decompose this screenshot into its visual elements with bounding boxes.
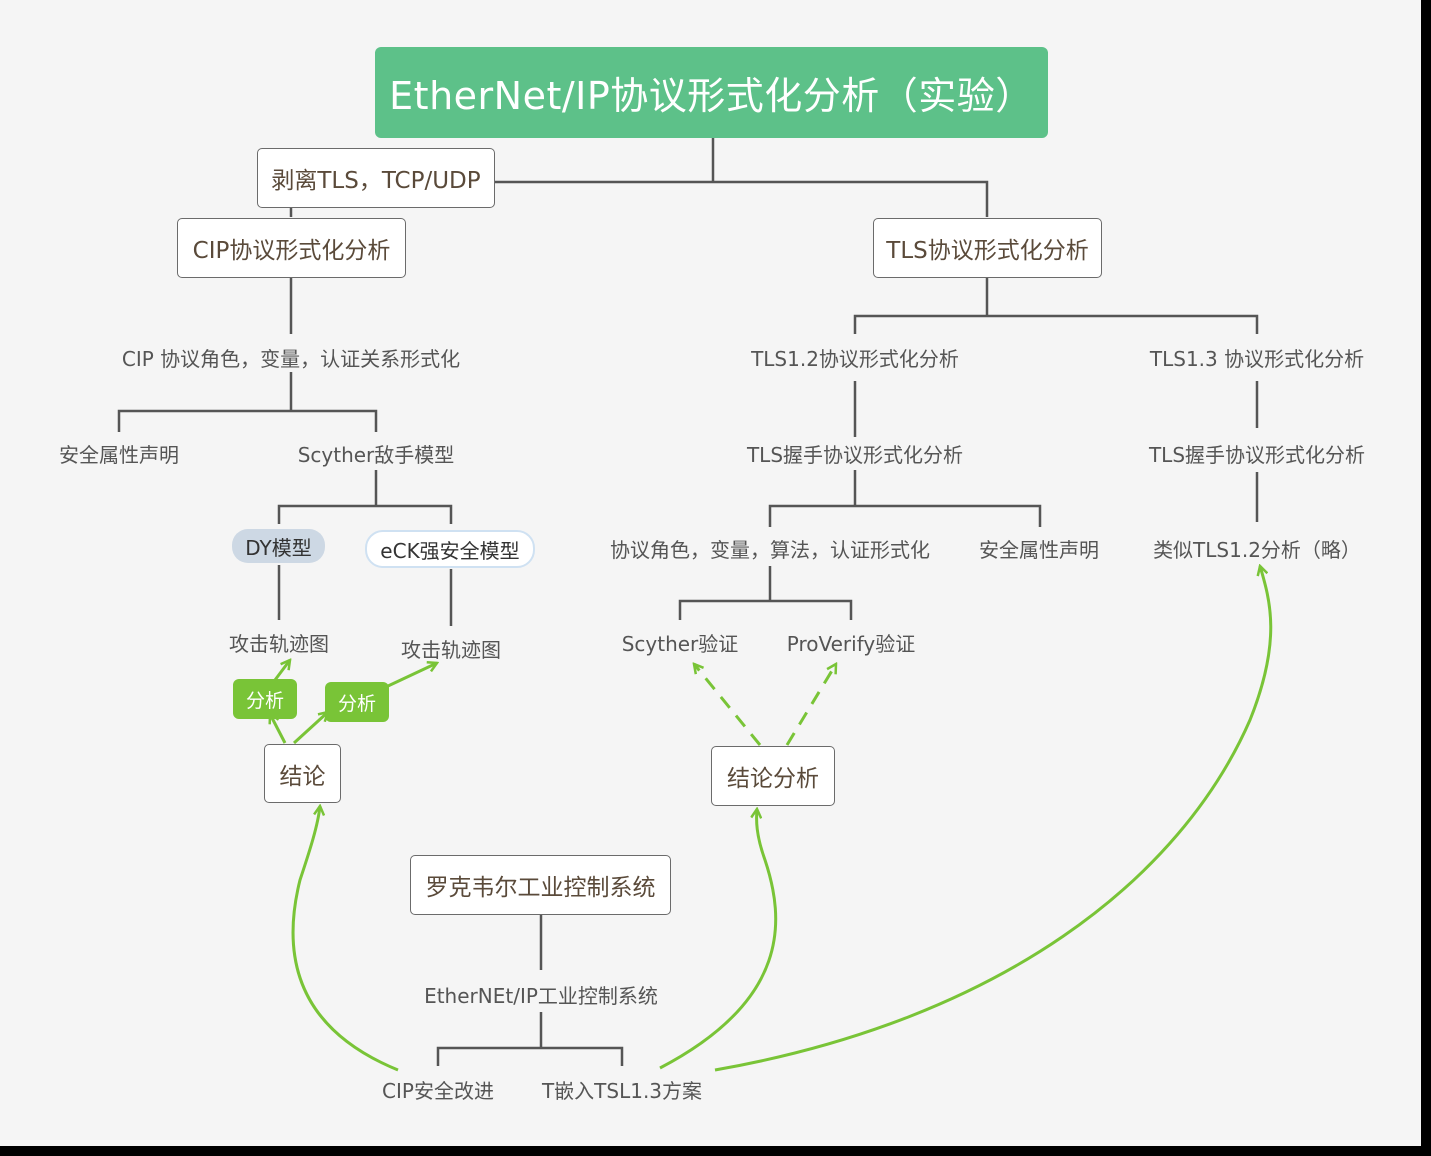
- connector-root-tls: [713, 180, 989, 217]
- arrow-verify-proverify: [785, 664, 836, 746]
- cip-analysis-node[interactable]: CIP协议形式化分析: [177, 218, 406, 278]
- arrow-verify-scyther: [694, 664, 762, 746]
- attack-graph-2[interactable]: 攻击轨迹图: [401, 637, 501, 662]
- conclusion-analysis-node[interactable]: 结论分析: [711, 746, 835, 806]
- rockwell-node[interactable]: 罗克韦尔工业控制系统: [410, 855, 671, 915]
- connector-cip-split: [117, 409, 378, 432]
- root-title[interactable]: EtherNet/IP协议形式化分析（实验）: [375, 47, 1048, 138]
- arrow-conclusion-attack2: [292, 712, 328, 745]
- tls13-handshake-node[interactable]: TLS握手协议形式化分析: [1148, 442, 1366, 467]
- cip-roles-node[interactable]: CIP 协议角色，变量，认证关系形式化: [121, 346, 461, 371]
- tls-analysis-node[interactable]: TLS协议形式化分析: [873, 218, 1102, 278]
- tls13-node[interactable]: TLS1.3 协议形式化分析: [1149, 346, 1365, 371]
- cip-security-node[interactable]: 安全属性声明: [59, 442, 179, 467]
- enip-system-node[interactable]: EtherNEt/IP工业控制系统: [424, 983, 658, 1008]
- tls-security-node[interactable]: 安全属性声明: [979, 537, 1099, 562]
- conclusion-node[interactable]: 结论: [264, 744, 341, 803]
- dy-model-node[interactable]: DY模型: [232, 529, 325, 563]
- eck-model-node[interactable]: eCK强安全模型: [365, 530, 535, 568]
- arrow-conclusion-attack2-top: [387, 663, 437, 688]
- arrow-embed-conclusion-analysis: [659, 809, 778, 1070]
- similar-tls12-node[interactable]: 类似TLS1.2分析（略）: [1153, 537, 1361, 562]
- tls12-node[interactable]: TLS1.2协议形式化分析: [751, 346, 959, 371]
- connector-tls-roles-split: [768, 504, 1042, 527]
- strip-tls-node[interactable]: 剥离TLS，TCP/UDP: [257, 148, 495, 208]
- connector-scyther-split: [277, 504, 453, 524]
- scyther-verify-node[interactable]: Scyther验证: [621, 631, 739, 656]
- tls12-handshake-node[interactable]: TLS握手协议形式化分析: [746, 442, 964, 467]
- arrow-conclusion-attack1-top: [273, 660, 290, 681]
- analysis-tag-1[interactable]: 分析: [233, 679, 297, 719]
- analysis-tag-2[interactable]: 分析: [325, 682, 389, 722]
- tls-roles-node[interactable]: 协议角色，变量，算法，认证形式化: [610, 537, 930, 562]
- connector-tls-split: [853, 314, 1259, 334]
- proverify-node[interactable]: ProVerify验证: [786, 631, 916, 656]
- connector-verify-split: [678, 599, 853, 620]
- scyther-model-node[interactable]: Scyther敌手模型: [297, 442, 455, 467]
- embed-tls-node[interactable]: T嵌入TSL1.3方案: [541, 1078, 703, 1103]
- attack-graph-1[interactable]: 攻击轨迹图: [229, 631, 329, 656]
- cip-improve-node[interactable]: CIP安全改进: [382, 1078, 494, 1103]
- connector-enip-split: [436, 1046, 624, 1066]
- arrow-embed-similar: [714, 566, 1273, 1072]
- arrow-cip-improve-conclusion: [291, 806, 399, 1072]
